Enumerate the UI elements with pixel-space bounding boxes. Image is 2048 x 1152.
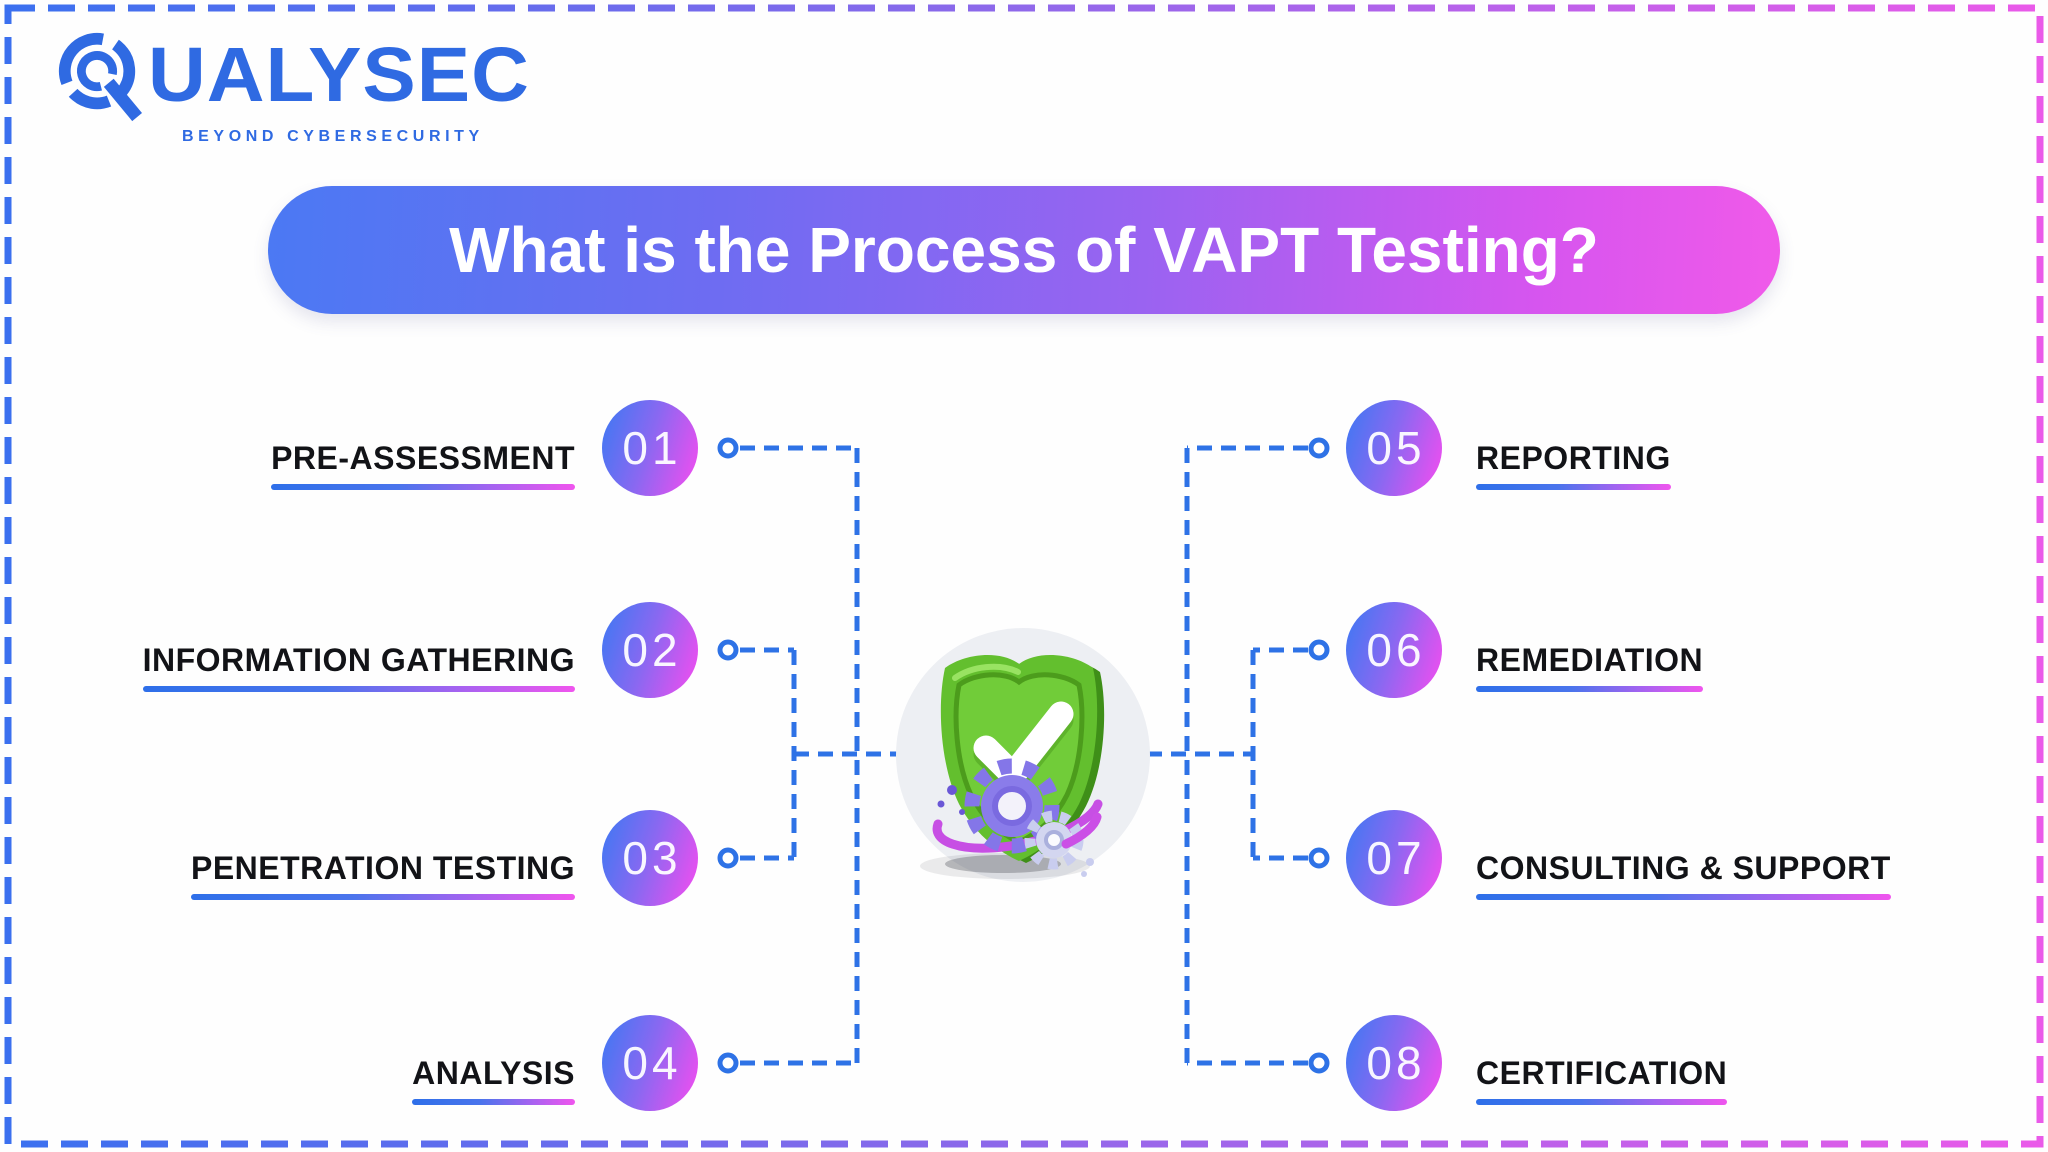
step-number: 01 [622, 422, 682, 474]
step-label-wrap-01: PRE-ASSESSMENT [271, 440, 575, 490]
step-number-circle-06: 06 [1346, 602, 1442, 698]
step-label-wrap-02: INFORMATION GATHERING [143, 642, 575, 692]
step-label-wrap-06: REMEDIATION [1476, 642, 1703, 692]
swoosh-arc [932, 799, 1103, 853]
node-step1-icon [717, 437, 739, 459]
step-label: ANALYSIS [412, 1055, 575, 1105]
step-number-circle-07: 07 [1346, 810, 1442, 906]
step-label-wrap-05: REPORTING [1476, 440, 1671, 490]
splash-dots [937, 785, 965, 815]
step-label: PENETRATION TESTING [191, 850, 575, 900]
dashed-page-border [4, 4, 2044, 1148]
step-number: 07 [1366, 832, 1426, 884]
step-number-circle-03: 03 [602, 810, 698, 906]
check-icon [973, 701, 1074, 788]
step-number-circle-08: 08 [1346, 1015, 1442, 1111]
step-number: 02 [622, 624, 682, 676]
node-step7-icon [1308, 847, 1330, 869]
step-label-wrap-04: ANALYSIS [412, 1055, 575, 1105]
title-banner: What is the Process of VAPT Testing? [268, 186, 1780, 314]
qualysec-q-icon [58, 32, 142, 122]
page-title: What is the Process of VAPT Testing? [449, 214, 1599, 286]
step-number: 04 [622, 1037, 682, 1089]
node-step2-icon [717, 639, 739, 661]
step-number-circle-04: 04 [602, 1015, 698, 1111]
step-number-circle-01: 01 [602, 400, 698, 496]
step-label: PRE-ASSESSMENT [271, 440, 575, 490]
node-step6-icon [1308, 639, 1330, 661]
step-label-wrap-07: CONSULTING & SUPPORT [1476, 850, 1891, 900]
brand-tagline: BEYOND CYBERSECURITY [182, 128, 484, 145]
gear-icon [964, 758, 1060, 854]
connector-nodes [717, 437, 1330, 1074]
step-label-wrap-08: CERTIFICATION [1476, 1055, 1727, 1105]
step-number: 03 [622, 832, 682, 884]
step-label: INFORMATION GATHERING [143, 642, 575, 692]
step-number-circle-05: 05 [1346, 400, 1442, 496]
brand-logo: UALYSEC BEYOND CYBERSECURITY [54, 26, 530, 146]
shield-check-gears-icon [896, 628, 1150, 882]
step-number: 06 [1366, 624, 1426, 676]
node-step5-icon [1308, 437, 1330, 459]
step-label: REMEDIATION [1476, 642, 1703, 692]
node-step8-icon [1308, 1052, 1330, 1074]
step-number: 08 [1366, 1037, 1426, 1089]
step-label: CONSULTING & SUPPORT [1476, 850, 1891, 900]
brand-wordmark: UALYSEC [148, 31, 530, 118]
step-number-circle-02: 02 [602, 602, 698, 698]
step-number: 05 [1366, 422, 1426, 474]
node-step3-icon [717, 847, 739, 869]
step-label: CERTIFICATION [1476, 1055, 1727, 1105]
step-label: REPORTING [1476, 440, 1671, 490]
connector-lines [740, 445, 1308, 1066]
node-step4-icon [717, 1052, 739, 1074]
step-label-wrap-03: PENETRATION TESTING [191, 850, 575, 900]
